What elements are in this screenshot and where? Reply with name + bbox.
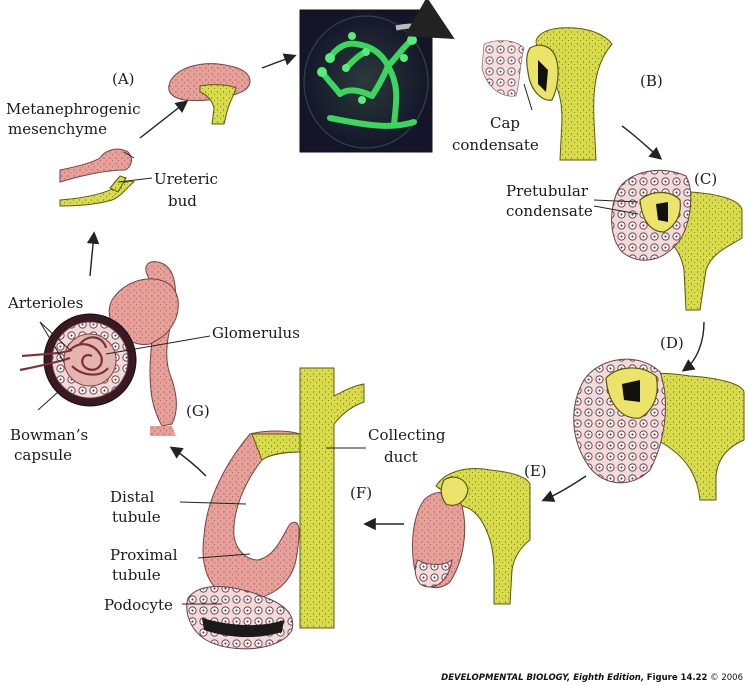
stage-d-renal-vesicle xyxy=(574,359,744,500)
arrow-a-to-a xyxy=(140,102,186,138)
stage-label-c: (C) xyxy=(694,170,717,188)
leader-cap xyxy=(524,84,532,110)
stage-e-comma-shaped-body xyxy=(412,469,530,604)
stage-label-b: (B) xyxy=(640,72,663,90)
arrow-d-to-e xyxy=(544,476,586,500)
credit-copyright: © 2006 xyxy=(710,673,743,683)
label-proximal-tubule: tubule xyxy=(112,566,161,584)
stage-c-pretubular-condensate xyxy=(612,170,742,310)
arrow-a-to-photo xyxy=(262,56,294,68)
label-cap-condensate: condensate xyxy=(452,136,539,154)
arrow-b-to-c xyxy=(622,126,660,158)
label-bud: bud xyxy=(168,192,197,210)
stage-label-e: (E) xyxy=(524,462,547,480)
stage-label-g: (G) xyxy=(186,402,210,420)
leader-bowmans xyxy=(38,392,58,410)
label-mesenchyme: mesenchyme xyxy=(8,120,107,138)
label-cap: Cap xyxy=(490,114,520,132)
label-metanephrogenic: Metanephrogenic xyxy=(6,100,141,118)
label-distal-tubule: tubule xyxy=(112,508,161,526)
label-pretubular: Pretubular xyxy=(506,182,588,200)
arrow-f-to-g xyxy=(172,448,206,476)
label-ureteric: Ureteric xyxy=(154,170,218,188)
arrow-c-to-d xyxy=(684,322,704,370)
fluorescence-micrograph xyxy=(300,10,446,152)
label-capsule: capsule xyxy=(14,446,72,464)
label-arterioles: Arterioles xyxy=(8,294,83,312)
label-collecting: Collecting xyxy=(368,426,445,444)
stage-a-early-bud xyxy=(60,149,134,206)
stage-g-mature-nephron xyxy=(20,262,178,436)
stage-a-bud-mesenchyme xyxy=(169,64,250,124)
credit-figure: Figure 14.22 xyxy=(647,673,708,683)
credit-title: DEVELOPMENTAL BIOLOGY, Eighth Edition, xyxy=(441,673,644,683)
label-distal: Distal xyxy=(110,488,154,506)
label-proximal: Proximal xyxy=(110,546,178,564)
stage-label-a: (A) xyxy=(112,70,135,88)
stage-label-d: (D) xyxy=(660,334,684,352)
label-pretubular-condensate: condensate xyxy=(506,202,593,220)
label-podocyte: Podocyte xyxy=(104,596,173,614)
stage-label-f: (F) xyxy=(350,484,372,502)
stage-f-s-shaped-tubule xyxy=(187,368,364,649)
label-duct: duct xyxy=(384,448,418,466)
figure-credit: DEVELOPMENTAL BIOLOGY, Eighth Edition, F… xyxy=(441,673,743,683)
label-glomerulus: Glomerulus xyxy=(212,324,300,342)
label-bowmans: Bowman’s xyxy=(10,426,88,444)
arrow-g-to-a xyxy=(90,234,94,276)
